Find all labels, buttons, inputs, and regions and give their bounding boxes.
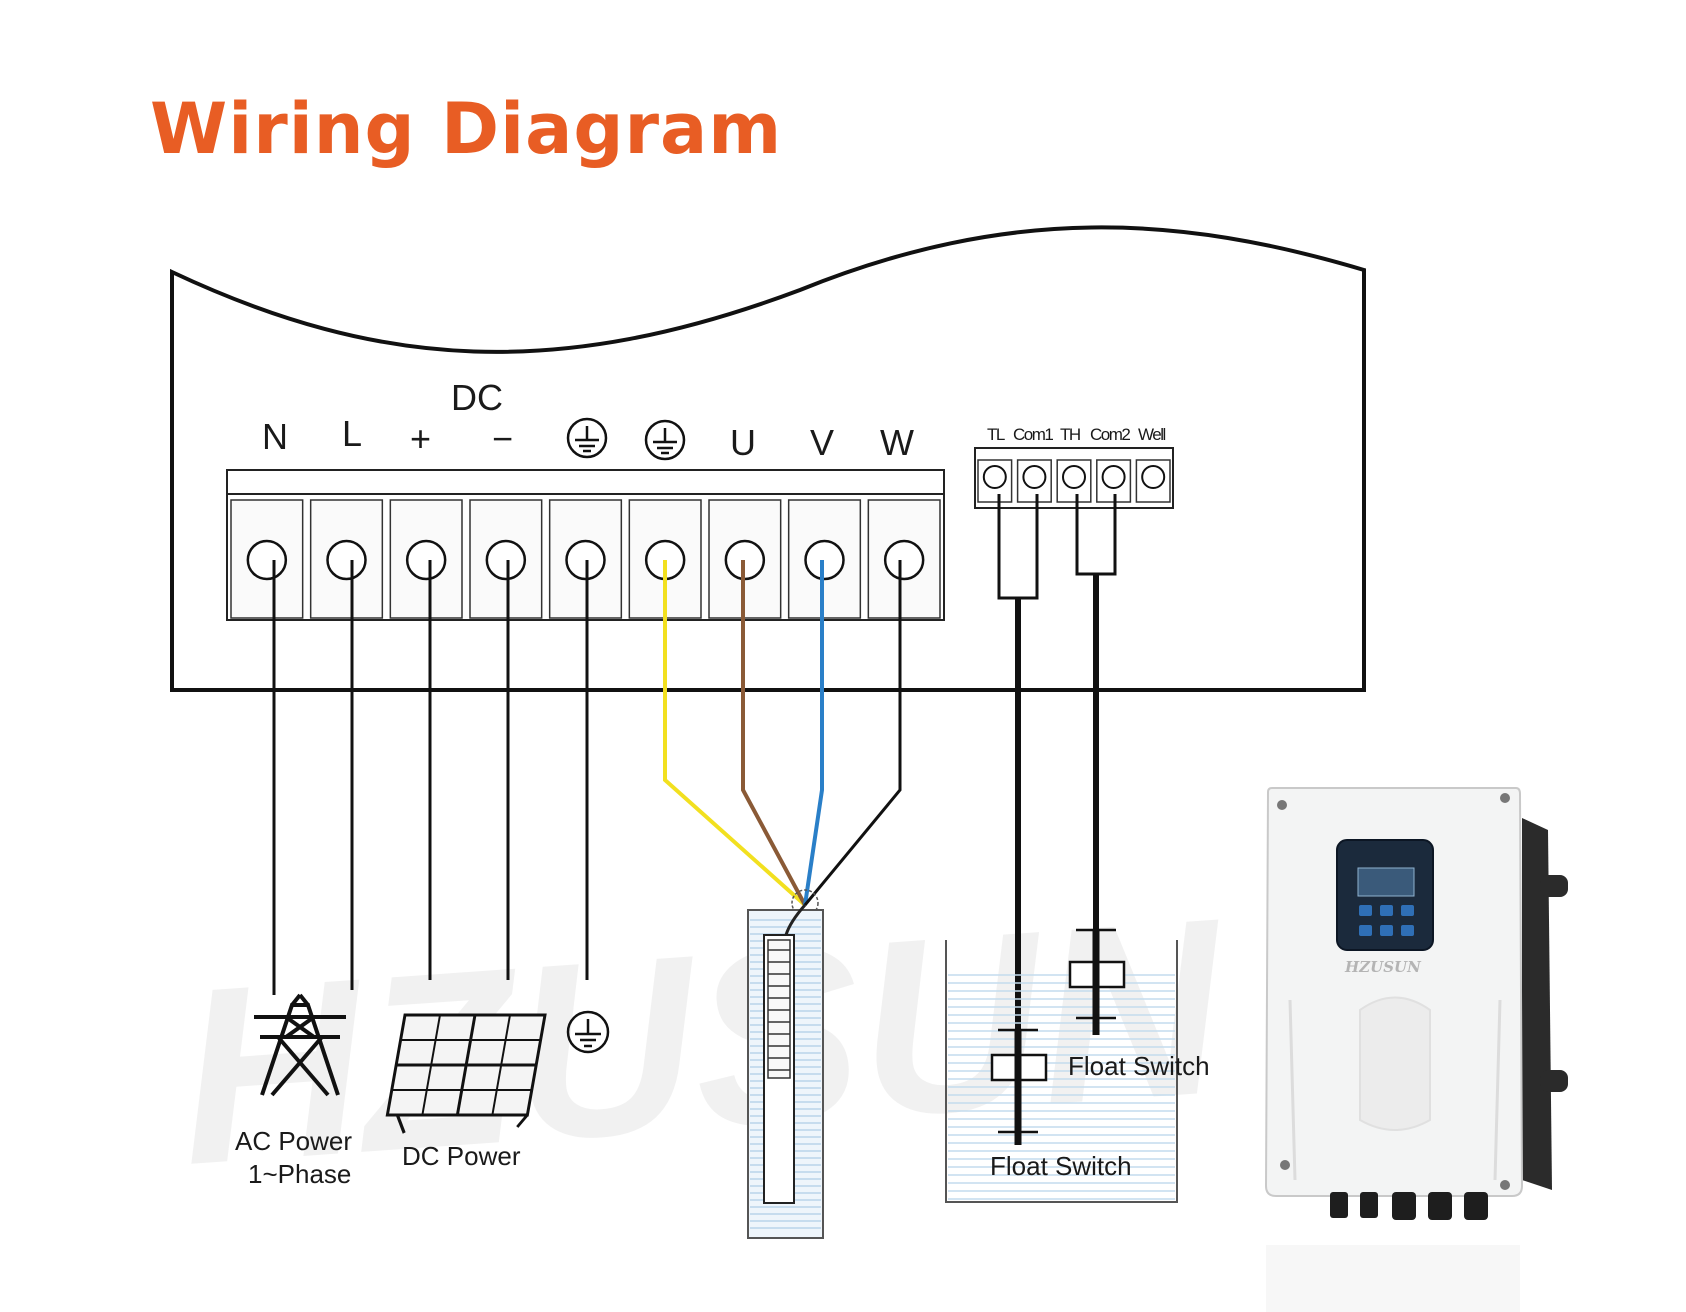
float-switch-lower: [990, 1028, 1048, 1145]
ac-power-label: AC Power: [235, 1126, 352, 1156]
terminal-label-w: W: [880, 422, 914, 463]
terminal-screw: [326, 539, 367, 581]
terminal-label-l: L: [342, 413, 362, 454]
wire-pump-u: [741, 560, 807, 906]
aux-label-well: Well: [1138, 425, 1165, 444]
terminal-label-n: N: [262, 416, 288, 457]
product-brand: HZUSUN: [1344, 958, 1422, 976]
float-switch-upper: [1068, 928, 1126, 1035]
terminal-cell: [787, 499, 862, 619]
aux-label-th: TH: [1060, 425, 1080, 444]
wire-pump-v: [803, 560, 824, 906]
terminal-screw: [883, 539, 925, 581]
controller-product-image: HZUSUN: [1264, 787, 1568, 1312]
aux-label-com2: Com2: [1090, 425, 1130, 444]
ground-icon: [566, 417, 608, 459]
terminal-label-minus: −: [492, 418, 513, 459]
float-switch-lower-label: Float Switch: [990, 1151, 1132, 1181]
terminal-screw: [804, 539, 845, 581]
float-switch-upper-label: Float Switch: [1068, 1051, 1210, 1081]
aux-terminal-screw: [1022, 465, 1047, 489]
power-wires: [272, 560, 589, 995]
terminal-screw: [485, 539, 527, 581]
aux-terminal-screws: [977, 459, 1171, 503]
wire-pump-ground: [663, 560, 807, 907]
controller-outline: [170, 225, 1366, 692]
aux-terminal-screw: [1062, 465, 1086, 489]
well-pump: [747, 904, 824, 1239]
dc-group-label: DC: [451, 377, 503, 418]
terminal-label-plus: +: [410, 418, 431, 459]
page-title: Wiring Diagram: [150, 88, 783, 170]
terminal-screw: [246, 539, 288, 581]
terminal-label-v: V: [810, 422, 834, 463]
aux-terminal-screw: [1101, 465, 1126, 489]
aux-label-com1: Com1: [1013, 425, 1053, 444]
aux-terminal-screw: [982, 465, 1007, 489]
terminal-label-u: U: [730, 422, 756, 463]
dc-power-label: DC Power: [402, 1141, 521, 1171]
ground-icon: [644, 419, 686, 461]
aux-terminal-screw: [1141, 465, 1166, 489]
solar-panel-icon: [385, 1013, 547, 1134]
terminal-screws: [246, 539, 925, 581]
aux-label-tl: TL: [987, 425, 1005, 444]
terminal-screw: [405, 539, 447, 581]
wire-pump-w: [803, 560, 902, 906]
water-tank: [945, 940, 1178, 1203]
ground-icon: [566, 1010, 610, 1054]
power-tower-icon: [254, 993, 346, 1097]
ac-phase-label: 1~Phase: [248, 1159, 351, 1189]
